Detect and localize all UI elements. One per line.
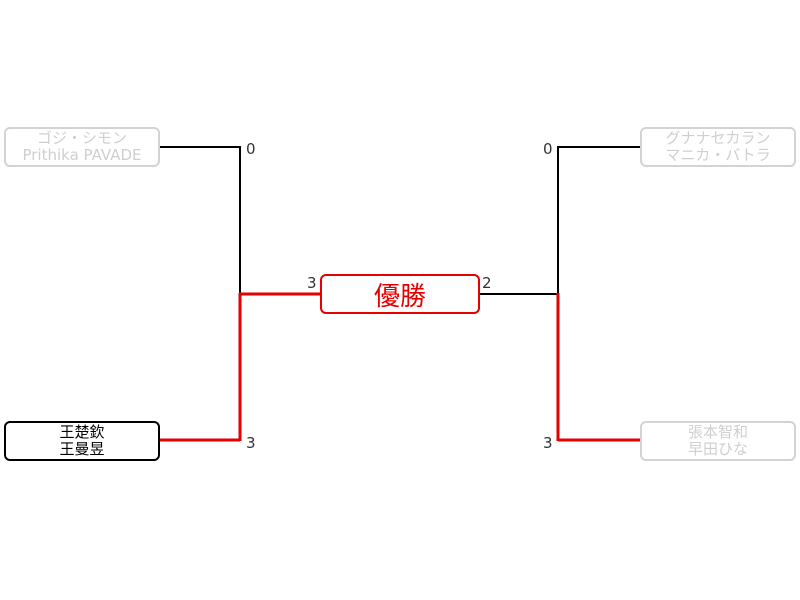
final-score-right: 2 — [482, 274, 492, 292]
team-box-left-top: ゴジ・シモン Prithika PAVADE — [4, 127, 160, 167]
score-right-top: 0 — [543, 140, 553, 158]
score-right-bottom: 3 — [543, 434, 553, 452]
champion-label: 優勝 — [373, 281, 426, 312]
team-box-left-bottom: 王楚欽 王曼昱 — [4, 421, 160, 461]
player-name: グナナセカラン — [665, 129, 771, 147]
player-name: ゴジ・シモン — [36, 129, 127, 147]
score-left-bottom: 3 — [246, 434, 256, 452]
champion-box: 優勝 — [320, 274, 480, 314]
player-name: Prithika PAVADE — [22, 146, 142, 164]
final-score-left: 3 — [307, 274, 317, 292]
team-box-right-bottom: 張本智和 早田ひな — [640, 421, 796, 461]
player-name: 早田ひな — [687, 440, 748, 458]
player-name: 王楚欽 — [59, 423, 105, 441]
player-name: 王曼昱 — [59, 440, 105, 458]
team-box-right-top: グナナセカラン マニカ・バトラ — [640, 127, 796, 167]
player-name: マニカ・バトラ — [665, 146, 771, 164]
player-name: 張本智和 — [687, 423, 748, 441]
score-left-top: 0 — [246, 140, 256, 158]
